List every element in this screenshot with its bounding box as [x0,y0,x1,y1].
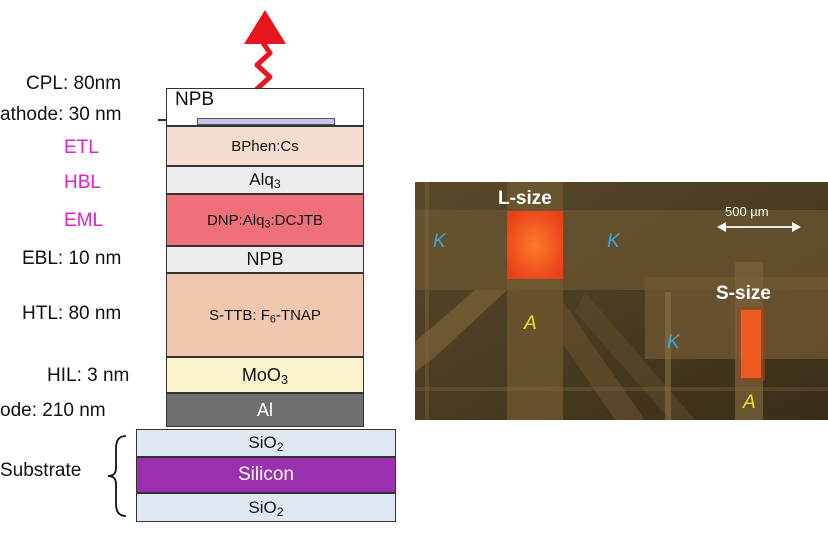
cpl-label: CPL: 80nm [26,73,122,94]
layer-sio2-top-label: SiO2 [248,433,284,455]
layer-silicon-label: Silicon [238,464,294,485]
layer-dnp-alq3-dcjtb: DNP:Alq3:DCJTB [166,194,364,246]
cathode-label: athode: 30 nm [0,104,122,125]
layer-sttb-label: S-TTB: F6-TNAP [209,306,321,326]
anode-a-label-2: A [743,392,756,413]
hbl-label: HBL [64,172,101,193]
layer-npb-label: NPB [246,249,284,269]
layer-silicon: Silicon [136,457,396,493]
layer-npb: NPB [166,246,364,273]
s-size-label: S-size [716,283,771,304]
micrograph-image [415,182,828,420]
layer-bphen-cs: BPhen:Cs [166,126,364,166]
layer-moo3-label: MoO3 [241,364,289,387]
cathode-film [197,118,335,125]
layer-sttb-f6tnap: S-TTB: F6-TNAP [166,273,364,357]
cathode-k-label-3: K [667,332,680,353]
anode-a-label-1: A [524,313,537,334]
scale-bar-icon [717,222,801,232]
layer-moo3: MoO3 [166,357,364,393]
scale-bar-label: 500 µm [725,204,769,219]
device-micrograph: L-size S-size 500 µm K K K A A [415,182,828,420]
cathode-k-label-1: K [433,231,446,252]
l-size-label: L-size [498,188,552,209]
substrate-brace-icon [107,435,127,517]
anode-label: ode: 210 nm [0,400,106,421]
cathode-k-label-2: K [607,231,620,252]
layer-alq3: Alq3 [166,166,364,194]
hil-label: HIL: 3 nm [47,365,130,386]
htl-label: HTL: 80 nm [22,303,122,324]
layer-dnp-label: DNP:Alq3:DCJTB [206,211,324,231]
layer-al-label: Al [256,399,273,420]
layer-sio2-bottom: SiO2 [136,493,396,522]
substrate-label: Substrate [0,460,82,481]
ebl-label: EBL: 10 nm [22,248,122,269]
layer-sio2-bottom-label: SiO2 [248,497,284,519]
layer-npb-capping-label: NPB [175,89,215,110]
layer-sio2-top: SiO2 [136,429,396,457]
layer-al-anode: Al [166,393,364,427]
eml-label: EML [64,210,104,231]
layer-bphen-cs-label: BPhen:Cs [231,137,299,155]
etl-label: ETL [64,137,99,158]
layer-alq3-label: Alq3 [249,170,281,192]
